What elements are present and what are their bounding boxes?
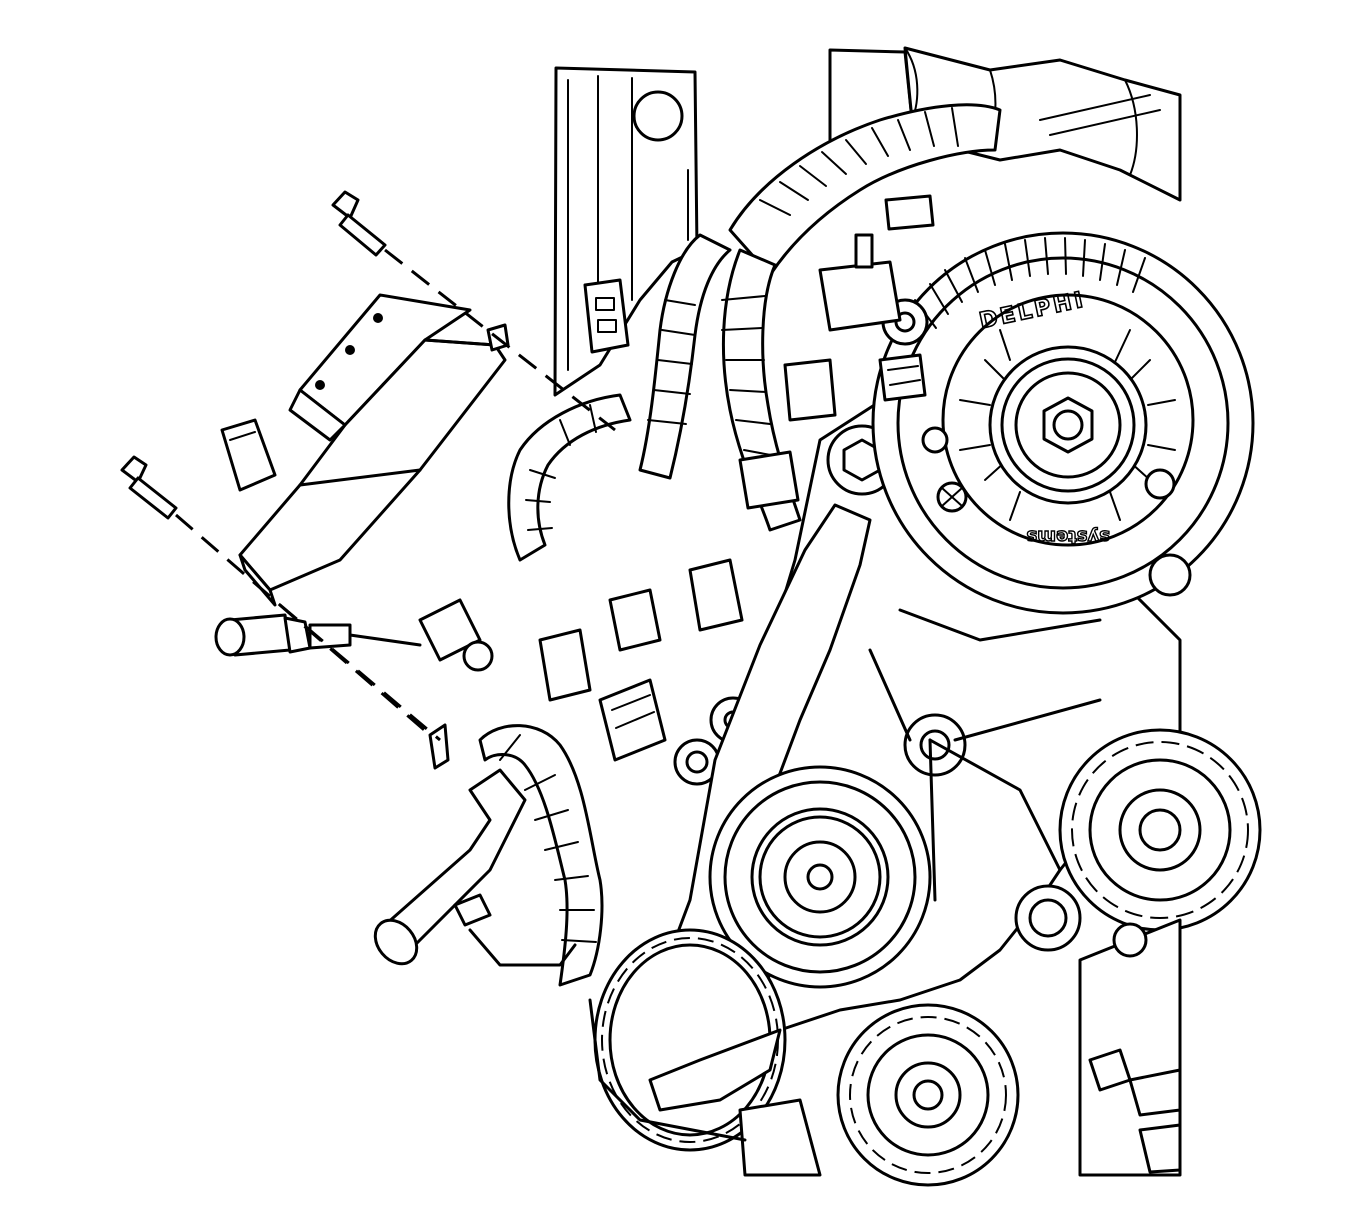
alignment-lines <box>175 248 616 742</box>
lower-engine-parts <box>588 918 1182 1177</box>
tensioner-pulley <box>708 765 932 989</box>
alternator: DELPHI systems <box>818 194 1255 615</box>
right-idler-pulley <box>1058 728 1262 932</box>
upper-fastener-bolt <box>331 190 387 257</box>
alternator-lower-label: systems <box>1027 526 1110 547</box>
coolant-pipe <box>373 768 577 967</box>
lower-fastener-bolt <box>120 455 178 520</box>
wiring-harness <box>478 103 1002 987</box>
control-module <box>220 293 510 770</box>
harness-connectors <box>538 278 837 762</box>
sensor-with-lead <box>214 598 494 672</box>
lower-left-pulley <box>593 928 787 1152</box>
lower-center-pulley <box>836 1003 1020 1187</box>
